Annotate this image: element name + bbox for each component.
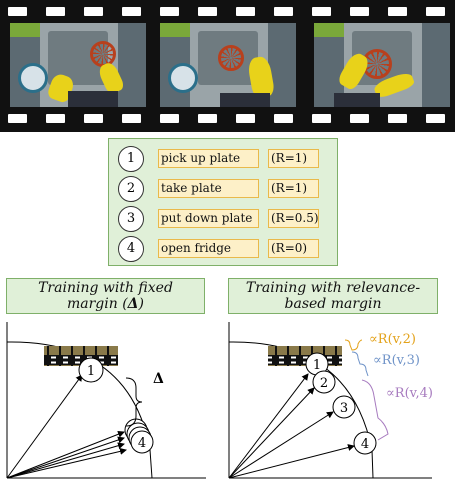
- action-relevance: (R=1): [268, 179, 319, 198]
- film-hole: [122, 7, 141, 16]
- action-number: 2: [118, 176, 144, 202]
- left-diagram: 1 4 Δ: [6, 322, 206, 479]
- video-film-strip: [0, 0, 455, 132]
- film-hole: [426, 114, 445, 123]
- right-title-line1: Training with relevance-: [245, 280, 421, 296]
- film-hole: [160, 7, 179, 16]
- left-arrow: [6, 447, 127, 479]
- left-title-delta: Δ: [127, 296, 139, 312]
- left-arrow: [6, 430, 125, 479]
- margin-brace-2: [344, 339, 363, 351]
- action-relevance: (R=0): [268, 239, 319, 258]
- action-relevance: (R=1): [268, 149, 319, 168]
- film-hole: [274, 7, 293, 16]
- right-video-thumbnail: [268, 346, 342, 366]
- film-hole: [46, 114, 65, 123]
- left-panel-title: Training with fixed margin (Δ): [6, 278, 205, 314]
- right-diagram: 1 2 3 4 ∝R(v,2) ∝R(v,3) ∝R(v,4): [228, 322, 433, 479]
- right-node-3: [332, 395, 356, 419]
- film-hole: [274, 114, 293, 123]
- margin-label-3: ∝R(v,3): [373, 353, 420, 368]
- margin-brace-3: [351, 351, 369, 377]
- film-hole: [84, 7, 103, 16]
- film-hole: [350, 114, 369, 123]
- right-node-4-label: 4: [361, 437, 369, 452]
- film-hole: [388, 7, 407, 16]
- right-node-4: [353, 431, 377, 455]
- left-node-1: [78, 357, 104, 383]
- right-node-3-label: 3: [340, 401, 348, 416]
- left-node-1-label: 1: [87, 364, 95, 379]
- left-arrow: [6, 442, 125, 479]
- action-number: 3: [118, 206, 144, 232]
- action-label: pick up plate: [158, 149, 259, 168]
- film-hole: [312, 7, 331, 16]
- action-label: take plate: [158, 179, 259, 198]
- right-node-2: [312, 370, 336, 394]
- margin-brace-4: [361, 379, 389, 441]
- left-margin-label: Δ: [153, 371, 164, 387]
- right-arrow: [228, 387, 315, 479]
- film-hole: [236, 114, 255, 123]
- film-hole: [198, 7, 217, 16]
- film-hole: [198, 114, 217, 123]
- film-hole: [8, 7, 27, 16]
- right-arrow: [228, 373, 309, 479]
- right-arrow: [228, 411, 334, 479]
- action-relevance: (R=0.5): [268, 209, 319, 228]
- right-node-1-label: 1: [313, 358, 321, 373]
- film-hole: [8, 114, 27, 123]
- video-frame-1: [10, 23, 146, 107]
- video-frame-3: [314, 23, 450, 107]
- film-hole: [350, 7, 369, 16]
- left-margin-brace: [125, 377, 143, 427]
- right-node-2-label: 2: [320, 376, 328, 391]
- video-frame-2: [160, 23, 296, 107]
- right-title-line2: based margin: [284, 296, 382, 312]
- film-hole: [236, 7, 255, 16]
- left-arrow: [6, 436, 125, 479]
- left-arrow: [6, 374, 83, 479]
- film-hole: [312, 114, 331, 123]
- right-panel-title: Training with relevance- based margin: [228, 278, 438, 314]
- right-arrow: [228, 444, 355, 479]
- left-node-4: [130, 430, 154, 454]
- action-number: 4: [118, 236, 144, 262]
- film-hole: [84, 114, 103, 123]
- action-label: open fridge: [158, 239, 259, 258]
- film-hole: [160, 114, 179, 123]
- action-number: 1: [118, 146, 144, 172]
- film-hole: [46, 7, 65, 16]
- left-node-4-label: 4: [138, 436, 146, 451]
- left-title-line2-post: ): [138, 296, 145, 312]
- film-hole: [388, 114, 407, 123]
- film-hole: [122, 114, 141, 123]
- film-hole: [426, 7, 445, 16]
- left-title-line1: Training with fixed: [38, 280, 173, 296]
- margin-label-4: ∝R(v,4): [386, 386, 433, 401]
- left-title-line2-pre: margin (: [66, 296, 128, 312]
- action-label: put down plate: [158, 209, 259, 228]
- margin-label-2: ∝R(v,2): [369, 332, 416, 347]
